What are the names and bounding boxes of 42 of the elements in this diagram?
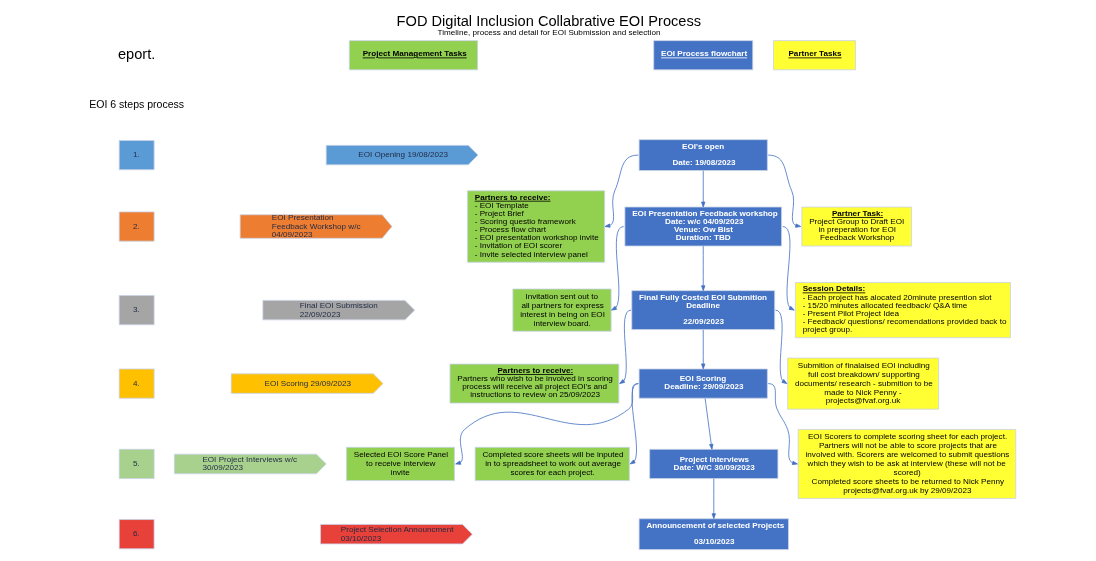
arrow: [604, 154, 639, 228]
node-box: Final Fully Costed EOI Submition Deadline 22/09/2023: [631, 290, 776, 330]
arrow: [711, 478, 716, 519]
node-box: EOI Scoring Deadline: 29/09/2023: [638, 368, 768, 399]
diagram-title: FOD Digital Inclusion Collabrative EOI Process: [396, 12, 702, 29]
arrow: [701, 245, 706, 291]
node-box: Partner Task: Project Group to Draft EOI in preperation for EOI Feedback Workshop: [801, 206, 912, 247]
node-box: Project Management Tasks: [348, 40, 478, 71]
node-box: Invitation sent out to all partners for express interest in being on EOI interview board.: [512, 288, 612, 332]
arrow: [455, 383, 639, 465]
node-box: Project Interviews Date: W/C 30/09/2023: [649, 448, 779, 479]
node-box: Announcement of selected Projects 03/10/2023: [638, 518, 789, 550]
node-box: 5.: [118, 448, 155, 479]
arrow: [704, 398, 714, 450]
node-box: 1.: [118, 140, 155, 171]
node-box: 2.: [118, 211, 155, 242]
node-box: EOI's open Date: 19/08/2023: [638, 139, 768, 171]
arrow: [701, 329, 706, 370]
node-box: EOI Presentation Feedback workshop Date: w/c 04/09/2023 Venue: Ow Bist Duration: TBD: [624, 206, 782, 247]
arrow: [782, 226, 795, 311]
node-box: 3.: [118, 295, 155, 326]
node-box: Submition of finalaised EOI including full cost breakdown/ supporting documents/ research - submition to be made to Nick Penny - projects@fvaf.org.uk: [787, 357, 940, 410]
arrow: [701, 170, 706, 208]
node-box: EOI Scorers to complete scoring sheet for each project. Partners will not be able to score projects that are involved with. Scorers are welcomed to submit questions which they wish to be ask at interview (these will not be scored) Completed score sheets to be returned to Nick Penny projects@fvaf.org.uk by 29/09/2023: [797, 429, 1017, 499]
arrow: [629, 383, 639, 465]
label: EOI 6 steps process: [89, 97, 185, 110]
node-box: Session Details: - Each project has alocated 20minute presention slot - 15/20 minutes allocated feedback/ Q&A time - Present Pilot Project Idea - Feedback/ questions/ recomendations provided back to project group.: [794, 282, 1011, 339]
node-box: Partners to receive: Partners who wish to be involved in scoring process will receive all project EOI's and instructions to review on 25/09/2023: [449, 363, 620, 404]
node-box: 4.: [118, 368, 155, 399]
node-box: Selected EOI Score Panel to receive interview invite: [346, 446, 455, 481]
node-box: Partners to receive: - EOI Template - Project Brief - Scoring questio framework - Process flow chart - EOI presentation workshop invite - Invitation of EOI scorer - Invite selected interview panel: [467, 190, 606, 263]
arrow: [775, 309, 788, 384]
node-box: Partner Tasks: [773, 40, 856, 71]
label: eport.: [117, 45, 156, 62]
node-box: EOI Process flowchart: [653, 40, 754, 71]
caption: Timeline, process and detail for EOI Submission and selection: [437, 27, 661, 37]
arrow: [767, 154, 802, 228]
node-box: Completed score sheets will be inputed in to spreadsheet to work out average scores for each project.: [474, 446, 630, 481]
arrow: [611, 226, 625, 311]
arrow: [619, 309, 632, 384]
node-box: 6.: [118, 519, 155, 550]
arrow: [767, 383, 798, 465]
